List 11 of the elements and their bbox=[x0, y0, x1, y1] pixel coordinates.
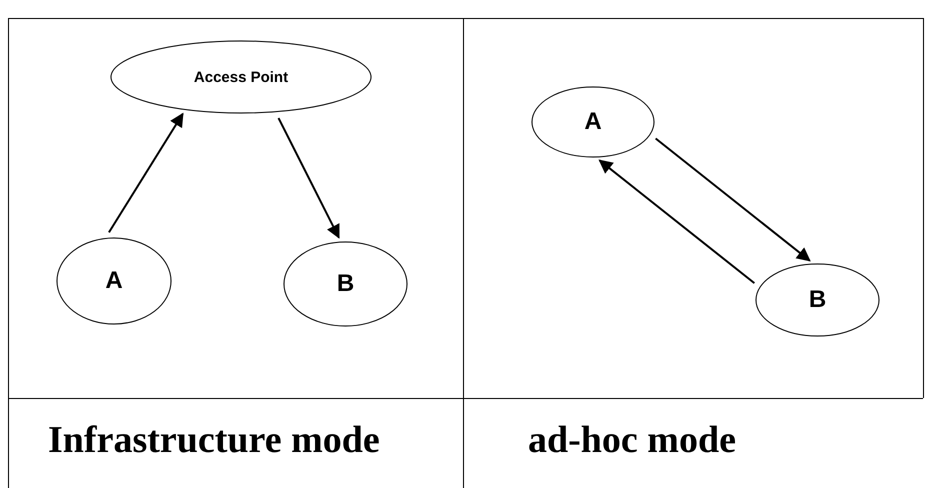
mode-caption: ad-hoc mode bbox=[528, 418, 736, 462]
node-label: A bbox=[105, 267, 123, 295]
node-label: B bbox=[808, 286, 826, 314]
node-label: A bbox=[584, 108, 602, 136]
node-label: B bbox=[336, 270, 354, 298]
arrow bbox=[108, 112, 184, 233]
arrow bbox=[655, 138, 811, 262]
node-label: Access Point bbox=[194, 68, 288, 86]
arrow bbox=[598, 160, 755, 284]
arrow bbox=[278, 118, 340, 239]
mode-caption: Infrastructure mode bbox=[48, 418, 380, 462]
